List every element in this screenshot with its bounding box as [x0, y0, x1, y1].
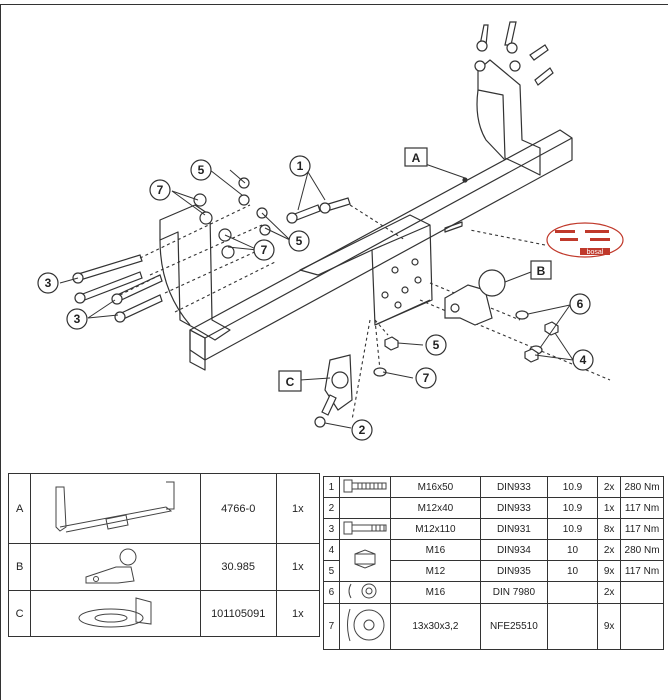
part-standard: DIN934 [480, 539, 548, 561]
part-qty: 8x [597, 518, 622, 540]
part-standard: DIN 7980 [480, 581, 548, 604]
label-plate-brand: bosal [587, 249, 604, 256]
frame-left-border [0, 4, 1, 700]
callout-7a: 7 [157, 183, 164, 197]
part-torque: 280 Nm [620, 476, 664, 498]
kit-letter: C [7, 590, 32, 637]
part-size: M12x110 [389, 518, 482, 540]
part-qty: 2x [597, 476, 622, 498]
part-torque: 117 Nm [620, 518, 664, 540]
callout-5b: 5 [296, 234, 303, 248]
part-size: M12 [389, 560, 482, 582]
part-number: 2 [323, 497, 340, 519]
part-size: M12x40 [389, 497, 482, 519]
part-number: 5 [323, 560, 340, 582]
part-size: M16 [389, 539, 482, 561]
part-qty: 9x [597, 560, 622, 582]
part-qty: 2x [597, 581, 622, 604]
part-size: M16 [389, 581, 482, 604]
callout-7b: 7 [261, 243, 268, 257]
callout-1: 1 [297, 159, 304, 173]
left-bracket [159, 204, 231, 341]
part-standard: DIN933 [480, 476, 548, 498]
kit-qty: 1x [275, 543, 321, 591]
part-torque: 117 Nm [620, 560, 664, 582]
kit-components-table: A 4766-0 1x B 30.985 1x C [7, 473, 321, 637]
part-size: 13x30x3,2 [389, 603, 482, 650]
part-class [546, 603, 599, 650]
parts-row: 4 M16 DIN934 10 2x 280 Nm [323, 539, 664, 582]
hex-nut-icon [338, 539, 391, 582]
kit-code: 30.985 [199, 543, 277, 591]
part-standard: DIN933 [480, 497, 548, 519]
part-standard: DIN931 [480, 518, 548, 540]
part-number: 4 [323, 539, 340, 561]
spring-washer-icon [338, 581, 391, 604]
part-qty: 1x [597, 497, 622, 519]
callout-5c: 5 [433, 338, 440, 352]
kit-row-b: B 30.985 1x [7, 543, 321, 591]
tow-bar-crossbeam-icon [30, 473, 201, 544]
parts-row: 2 M12x40 DIN933 10.9 1x 117 Nm [323, 497, 664, 519]
part-class [546, 581, 599, 604]
part-standard: NFE25510 [480, 603, 548, 650]
part-number: 6 [323, 581, 340, 604]
kit-code: 101105091 [199, 590, 277, 637]
callout-6: 6 [577, 297, 584, 311]
parts-row: 6 M16 DIN 7980 2x [323, 581, 664, 604]
exploded-assembly-diagram: bosal A B C 1 [37, 21, 624, 441]
bosal-label-plate: bosal [546, 222, 624, 258]
kit-row-c: C 101105091 1x [7, 590, 321, 637]
crossbeam-end [189, 329, 206, 371]
callout-B: B [537, 264, 546, 278]
kit-letter: B [7, 543, 32, 591]
part-torque: 117 Nm [620, 497, 664, 519]
callout-5a: 5 [198, 163, 205, 177]
part-class: 10 [546, 560, 599, 582]
kit-code: 4766-0 [199, 473, 277, 544]
kit-qty: 1x [275, 473, 321, 544]
part-number: 3 [323, 518, 340, 540]
right-bracket [477, 59, 541, 176]
part-qty: 2x [597, 539, 622, 561]
callout-4: 4 [580, 353, 587, 367]
part-standard: DIN935 [480, 560, 548, 582]
bolt-icon [338, 476, 391, 498]
parts-row: 3 M12x110 DIN931 10.9 8x 117 Nm [323, 518, 664, 540]
flat-washer-icon [338, 603, 391, 650]
bolt-icon [338, 497, 391, 519]
kit-letter: A [7, 473, 32, 544]
part-class: 10.9 [546, 518, 599, 540]
socket-plate-icon [30, 590, 201, 637]
part-number: 1 [323, 476, 340, 498]
long-bolt-icon [338, 518, 391, 540]
right-bracket-curve [476, 89, 506, 161]
part-size: M16x50 [389, 476, 482, 498]
part-number: 7 [323, 603, 340, 650]
part-class: 10.9 [546, 476, 599, 498]
parts-row: 5 M12 DIN935 10 9x 117 Nm [323, 560, 664, 582]
callout-C: C [286, 375, 295, 389]
part-class: 10 [546, 539, 599, 561]
tow-ball-part [444, 269, 506, 326]
frame-top-border [0, 4, 668, 5]
parts-row: 1 M16x50 DIN933 10.9 2x 280 Nm [323, 476, 664, 498]
kit-qty: 1x [275, 590, 321, 637]
part-qty: 9x [597, 603, 622, 650]
part-torque: 280 Nm [620, 539, 664, 561]
callout-A: A [412, 151, 421, 165]
tow-ball-icon [30, 543, 201, 591]
callout-2: 2 [359, 423, 366, 437]
callout-3a: 3 [45, 276, 52, 290]
callout-7c: 7 [423, 371, 430, 385]
kit-row-a: A 4766-0 1x [7, 473, 321, 544]
hardware-parts-table: 1 M16x50 DIN933 10.9 2x 280 Nm 2 M12x40 … [323, 476, 664, 650]
parts-row: 7 13x30x3,2 NFE25510 9x [323, 603, 664, 650]
part-class: 10.9 [546, 497, 599, 519]
part-torque [620, 603, 664, 650]
part-torque [620, 581, 664, 604]
callout-3b: 3 [74, 312, 81, 326]
